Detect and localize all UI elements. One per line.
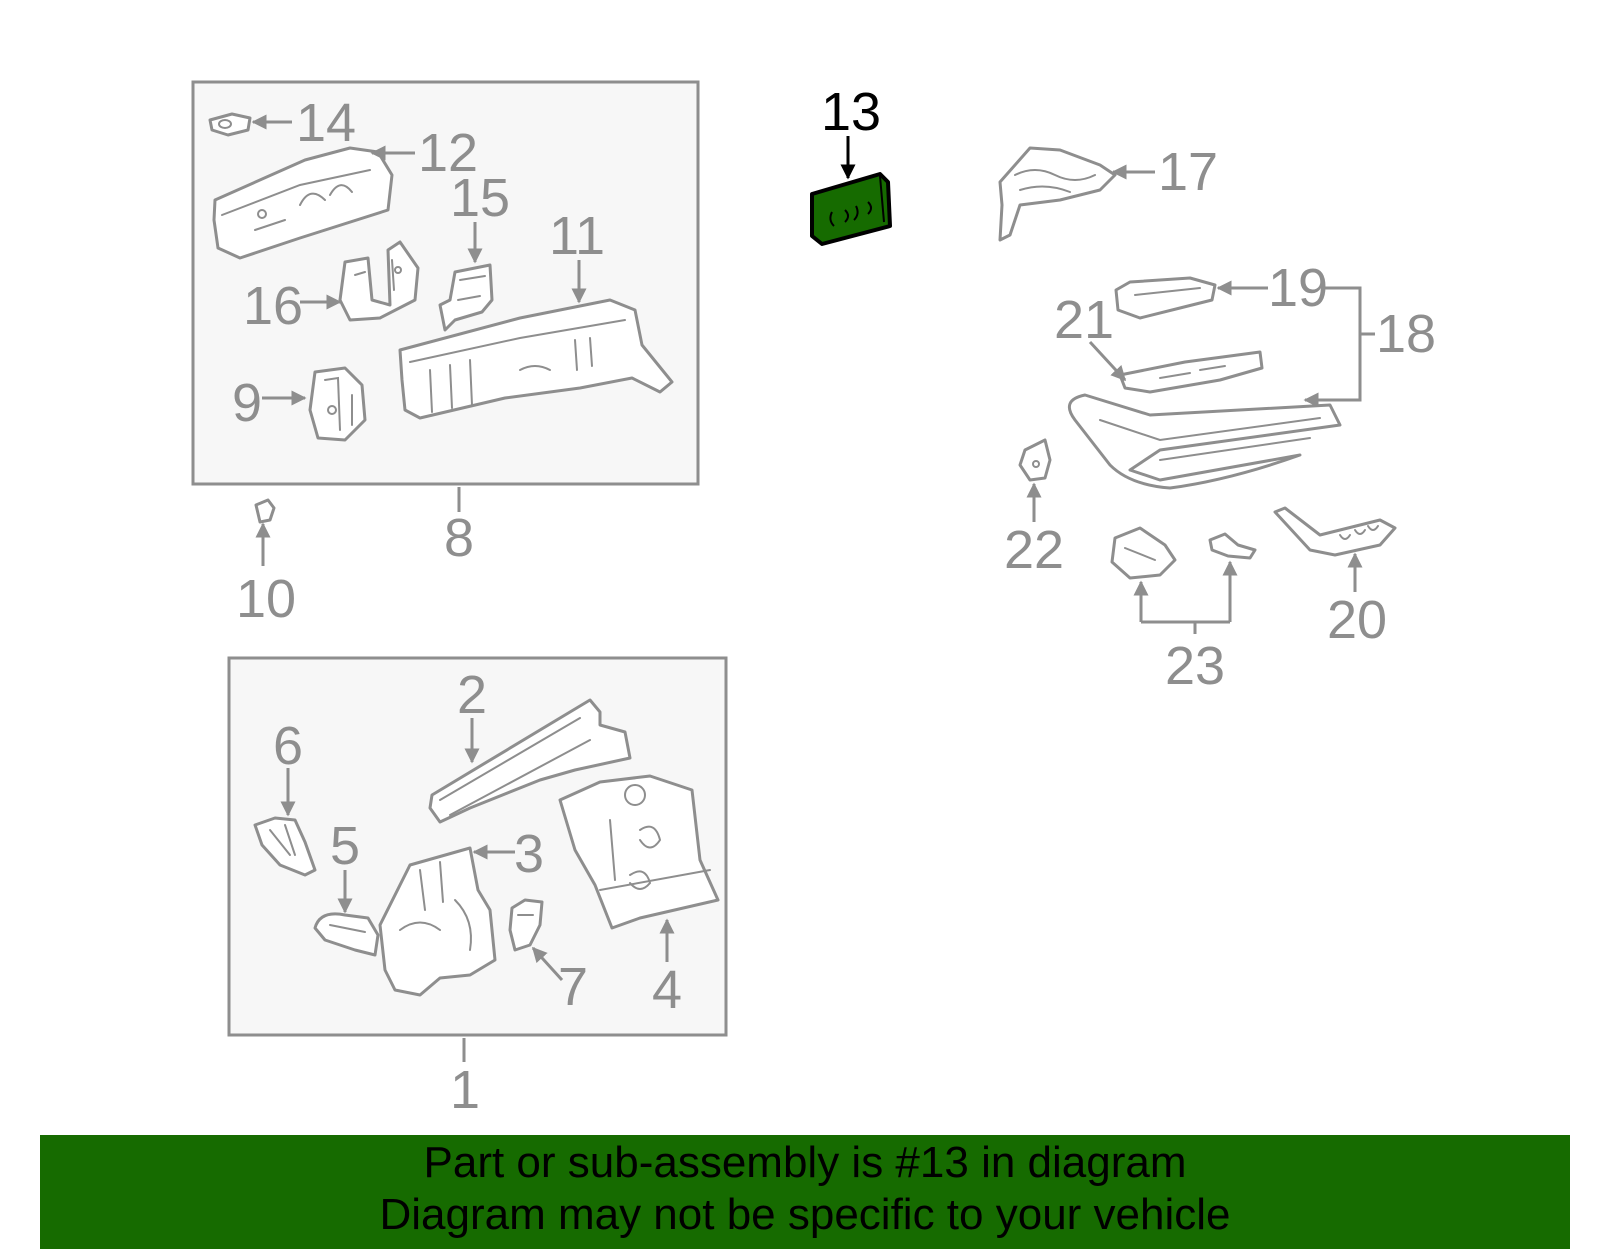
label-12: 12 [418,123,478,183]
label-4: 4 [652,960,682,1020]
part-23a[interactable] [1110,526,1177,580]
label-19: 19 [1268,258,1328,318]
part-11[interactable] [398,298,674,420]
part-15[interactable] [438,263,494,332]
label-18: 18 [1376,304,1436,364]
part-16[interactable] [338,240,420,322]
part-20[interactable] [1273,506,1397,557]
part-3[interactable] [378,846,497,997]
label-21: 21 [1054,290,1114,350]
part-5[interactable] [313,912,380,957]
label-8: 8 [444,508,474,568]
part-2[interactable] [428,698,632,824]
part-18[interactable] [1067,393,1342,490]
part-6[interactable] [253,816,317,877]
label-13-highlighted: 13 [821,82,881,142]
part-10[interactable] [254,498,276,524]
label-5: 5 [330,816,360,876]
part-22[interactable] [1018,438,1052,482]
part-14[interactable] [208,112,252,137]
part-12[interactable] [212,146,394,260]
label-20: 20 [1327,590,1387,650]
label-16: 16 [243,276,303,336]
label-10: 10 [236,569,296,629]
info-banner: Part or sub-assembly is #13 in diagram D… [40,1135,1570,1249]
label-3: 3 [514,824,544,884]
label-6: 6 [273,716,303,776]
banner-line-2: Diagram may not be specific to your vehi… [379,1190,1231,1239]
part-13-highlighted[interactable] [810,172,892,246]
part-23b[interactable] [1208,532,1257,560]
part-7[interactable] [508,898,544,952]
part-19[interactable] [1114,276,1217,320]
label-14: 14 [296,93,356,153]
label-15: 15 [450,168,510,228]
label-9: 9 [232,373,262,433]
part-9[interactable] [308,366,367,442]
label-22: 22 [1004,520,1064,580]
label-17: 17 [1158,142,1218,202]
label-1: 1 [450,1060,480,1120]
part-17[interactable] [998,146,1117,242]
label-23: 23 [1165,636,1225,696]
label-11: 11 [549,206,605,266]
label-2: 2 [457,665,487,725]
banner-line-1: Part or sub-assembly is #13 in diagram [423,1138,1187,1187]
part-21[interactable] [1118,350,1264,394]
part-4[interactable] [558,774,720,930]
label-7: 7 [558,957,588,1017]
group-box-8 [191,80,700,486]
